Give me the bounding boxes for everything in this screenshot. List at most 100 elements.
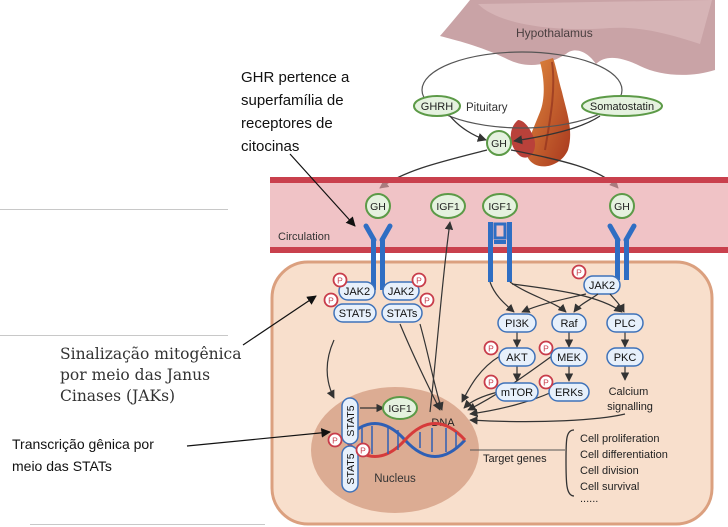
mek-label: MEK	[557, 352, 582, 364]
phospho-label: P	[488, 378, 494, 388]
jak-annotation-line: por meio das Janus	[60, 366, 211, 384]
phospho-marker: P	[419, 292, 435, 308]
somatostatin-node: Somatostatin	[581, 95, 663, 117]
phospho-marker: P	[483, 374, 499, 390]
outcome-item: Cell division	[580, 465, 639, 477]
ghrh-arrow	[449, 115, 487, 142]
ghr-annotation-line: GHR pertence a	[241, 69, 350, 86]
stat5-label: STAT5	[345, 405, 357, 436]
jak2-left-b: JAK2	[382, 281, 420, 301]
divider	[0, 335, 228, 336]
gh-label: GH	[614, 201, 630, 213]
outcome-item: Cell proliferation	[580, 433, 659, 445]
hypothalamus-shape: Hypothalamus	[440, 0, 715, 75]
phospho-label: P	[488, 344, 494, 354]
igf1-label: IGF1	[488, 201, 511, 213]
divider	[0, 209, 228, 210]
raf-node: Raf	[551, 313, 587, 333]
calcium-line: Calcium	[609, 386, 649, 398]
stat5-label: STAT5	[339, 308, 372, 320]
ghr-annotation: GHR pertence a superfamília de receptore…	[241, 66, 349, 158]
nucleus-label: Nucleus	[374, 473, 416, 485]
pathway-arrows	[461, 281, 630, 425]
gh-node-left: GH	[365, 193, 391, 219]
phospho-marker: P	[355, 442, 371, 458]
jak-annotation-line: Sinalização mitogênica	[60, 345, 242, 363]
divider	[30, 524, 265, 525]
phospho-label: P	[424, 296, 430, 306]
hypothalamus-label: Hypothalamus	[516, 26, 593, 40]
somatostatin-label: Somatostatin	[590, 101, 654, 113]
mtor-label: mTOR	[501, 387, 533, 399]
pi3k-node: PI3K	[497, 313, 537, 333]
raf-label: Raf	[560, 318, 578, 330]
erks-label: ERKs	[555, 387, 584, 399]
calcium-line: signalling	[607, 401, 653, 413]
phospho-label: P	[576, 268, 582, 278]
erks-node: ERKs	[548, 382, 590, 402]
pi3k-label: PI3K	[505, 318, 530, 330]
pkc-node: PKC	[606, 347, 644, 367]
gh-central-node: GH	[486, 130, 512, 156]
stat-annotation-line: Transcrição gênica por	[12, 436, 154, 452]
stat-annotation: Transcrição gênica por meio das STATs	[12, 433, 154, 477]
jak2-right: JAK2	[583, 275, 621, 295]
phospho-label: P	[543, 344, 549, 354]
stat5-left: STAT5	[333, 303, 377, 323]
ghrh-label: GHRH	[421, 101, 453, 113]
stat-pointer-arrow	[186, 428, 331, 447]
phospho-marker: P	[483, 340, 499, 356]
pituitary-label: Pituitary	[466, 102, 508, 114]
pituitary-gland	[510, 58, 571, 167]
phospho-label: P	[360, 446, 366, 456]
outcome-item: ......	[580, 493, 598, 505]
outcome-item: Cell differentiation	[580, 449, 668, 461]
jak2-label: JAK2	[344, 286, 370, 298]
gh-label: GH	[370, 201, 386, 213]
jak2-label: JAK2	[388, 286, 414, 298]
plc-node: PLC	[606, 313, 644, 333]
ghr-annotation-line: receptores de	[241, 115, 333, 132]
akt-node: AKT	[498, 347, 536, 367]
gh-node-right: GH	[609, 193, 635, 219]
phospho-label: P	[332, 436, 338, 446]
phospho-label: P	[337, 276, 343, 286]
calcium-signalling-label: Calcium signalling	[607, 386, 653, 413]
somatostatin-arrow	[513, 115, 601, 145]
gh-label: GH	[491, 138, 507, 150]
igf1-nucleus-node: IGF1	[382, 396, 418, 420]
jak2-label: JAK2	[589, 280, 615, 292]
feedback-loop	[421, 51, 623, 129]
outcome-item: Cell survival	[580, 481, 639, 493]
phospho-marker: P	[323, 292, 339, 308]
mtor-node: mTOR	[495, 382, 539, 402]
igf1-node-2: IGF1	[482, 193, 518, 219]
jak2-left-a: JAK2	[338, 281, 376, 301]
stats-label: STATs	[387, 308, 418, 320]
phospho-marker: P	[538, 340, 554, 356]
ghr-annotation-line: superfamília de	[241, 92, 344, 109]
ghr-pointer-arrow	[289, 153, 356, 227]
circulation-label: Circulation	[278, 231, 330, 243]
phospho-marker: P	[571, 264, 587, 280]
outcomes-list: Cell proliferation Cell differentiation …	[580, 433, 668, 505]
stat-arrows	[326, 221, 454, 413]
phospho-marker: P	[411, 272, 427, 288]
gh-receptor-left	[363, 223, 393, 290]
gh-receptor-right	[607, 223, 637, 280]
igf1-node-1: IGF1	[430, 193, 466, 219]
phospho-label: P	[416, 276, 422, 286]
igf1-label: IGF1	[436, 201, 459, 213]
stat-annotation-line: meio das STATs	[12, 458, 112, 474]
phospho-label: P	[328, 296, 334, 306]
stats-left: STATs	[381, 303, 423, 323]
stat5-dimer-nucleus: STAT5 STAT5	[341, 397, 359, 493]
pkc-label: PKC	[614, 352, 637, 364]
ghrh-node: GHRH	[413, 95, 461, 117]
ghr-annotation-line: citocinas	[241, 138, 300, 155]
akt-label: AKT	[506, 352, 528, 364]
phospho-marker: P	[538, 374, 554, 390]
jak-pointer-arrow	[242, 295, 317, 346]
